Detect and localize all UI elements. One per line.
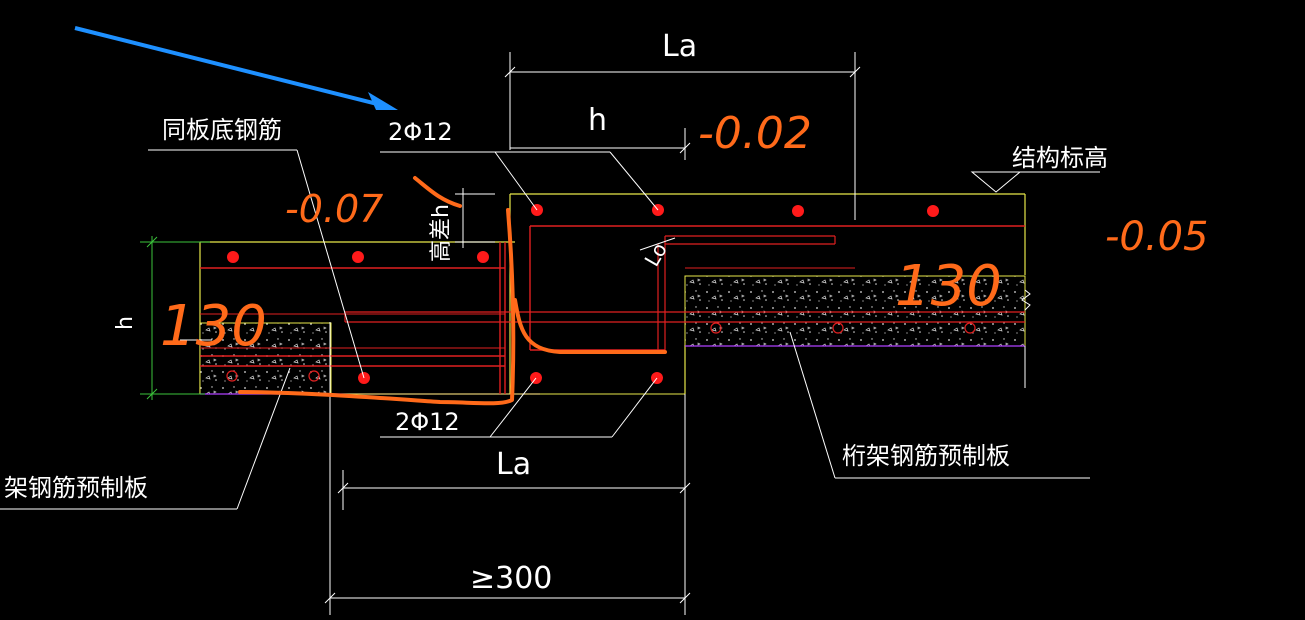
height-diff-label: 高差h — [429, 204, 454, 262]
handwritten-thickness-left: 130 — [160, 294, 267, 359]
left-h-dimension — [140, 236, 210, 400]
handwritten-minus-005: -0.05 — [1105, 214, 1209, 260]
left-slab — [199, 241, 685, 395]
structure-elevation-label: 结构标高 — [1012, 144, 1108, 172]
truss-precast-left-label: 架钢筋预制板 — [4, 474, 148, 502]
dimension-lines — [0, 52, 1100, 615]
la-top-label: La — [662, 29, 697, 64]
rebar-dot — [927, 205, 939, 217]
truss-precast-right-label: 桁架钢筋预制板 — [842, 442, 1010, 470]
handwritten-thickness-right: 130 — [895, 254, 1002, 319]
right-precast-slab — [684, 275, 1026, 347]
handwritten-minus-007: -0.07 — [285, 187, 383, 231]
la-bottom-label: La — [496, 447, 531, 482]
lo-label: Lo — [640, 239, 672, 271]
rebar-dot — [477, 251, 489, 263]
rebar-dot — [227, 251, 239, 263]
rebar-bottom-label: 2Φ12 — [395, 408, 460, 436]
handwritten-minus-002: -0.02 — [698, 108, 812, 159]
handwriting-strokes — [238, 176, 667, 406]
rebar-top-label: 2Φ12 — [388, 118, 453, 146]
right-slab — [226, 193, 1031, 394]
rebar-dot — [352, 251, 364, 263]
min-300-label: ≥300 — [470, 561, 552, 596]
left-precast-slab — [199, 322, 332, 395]
same-slab-rebar-label: 同板底钢筋 — [162, 116, 282, 144]
h-left-label: h — [113, 316, 138, 330]
h-top-label: h — [588, 103, 607, 138]
pointer-arrow — [74, 26, 398, 110]
rebar-dot — [792, 205, 804, 217]
